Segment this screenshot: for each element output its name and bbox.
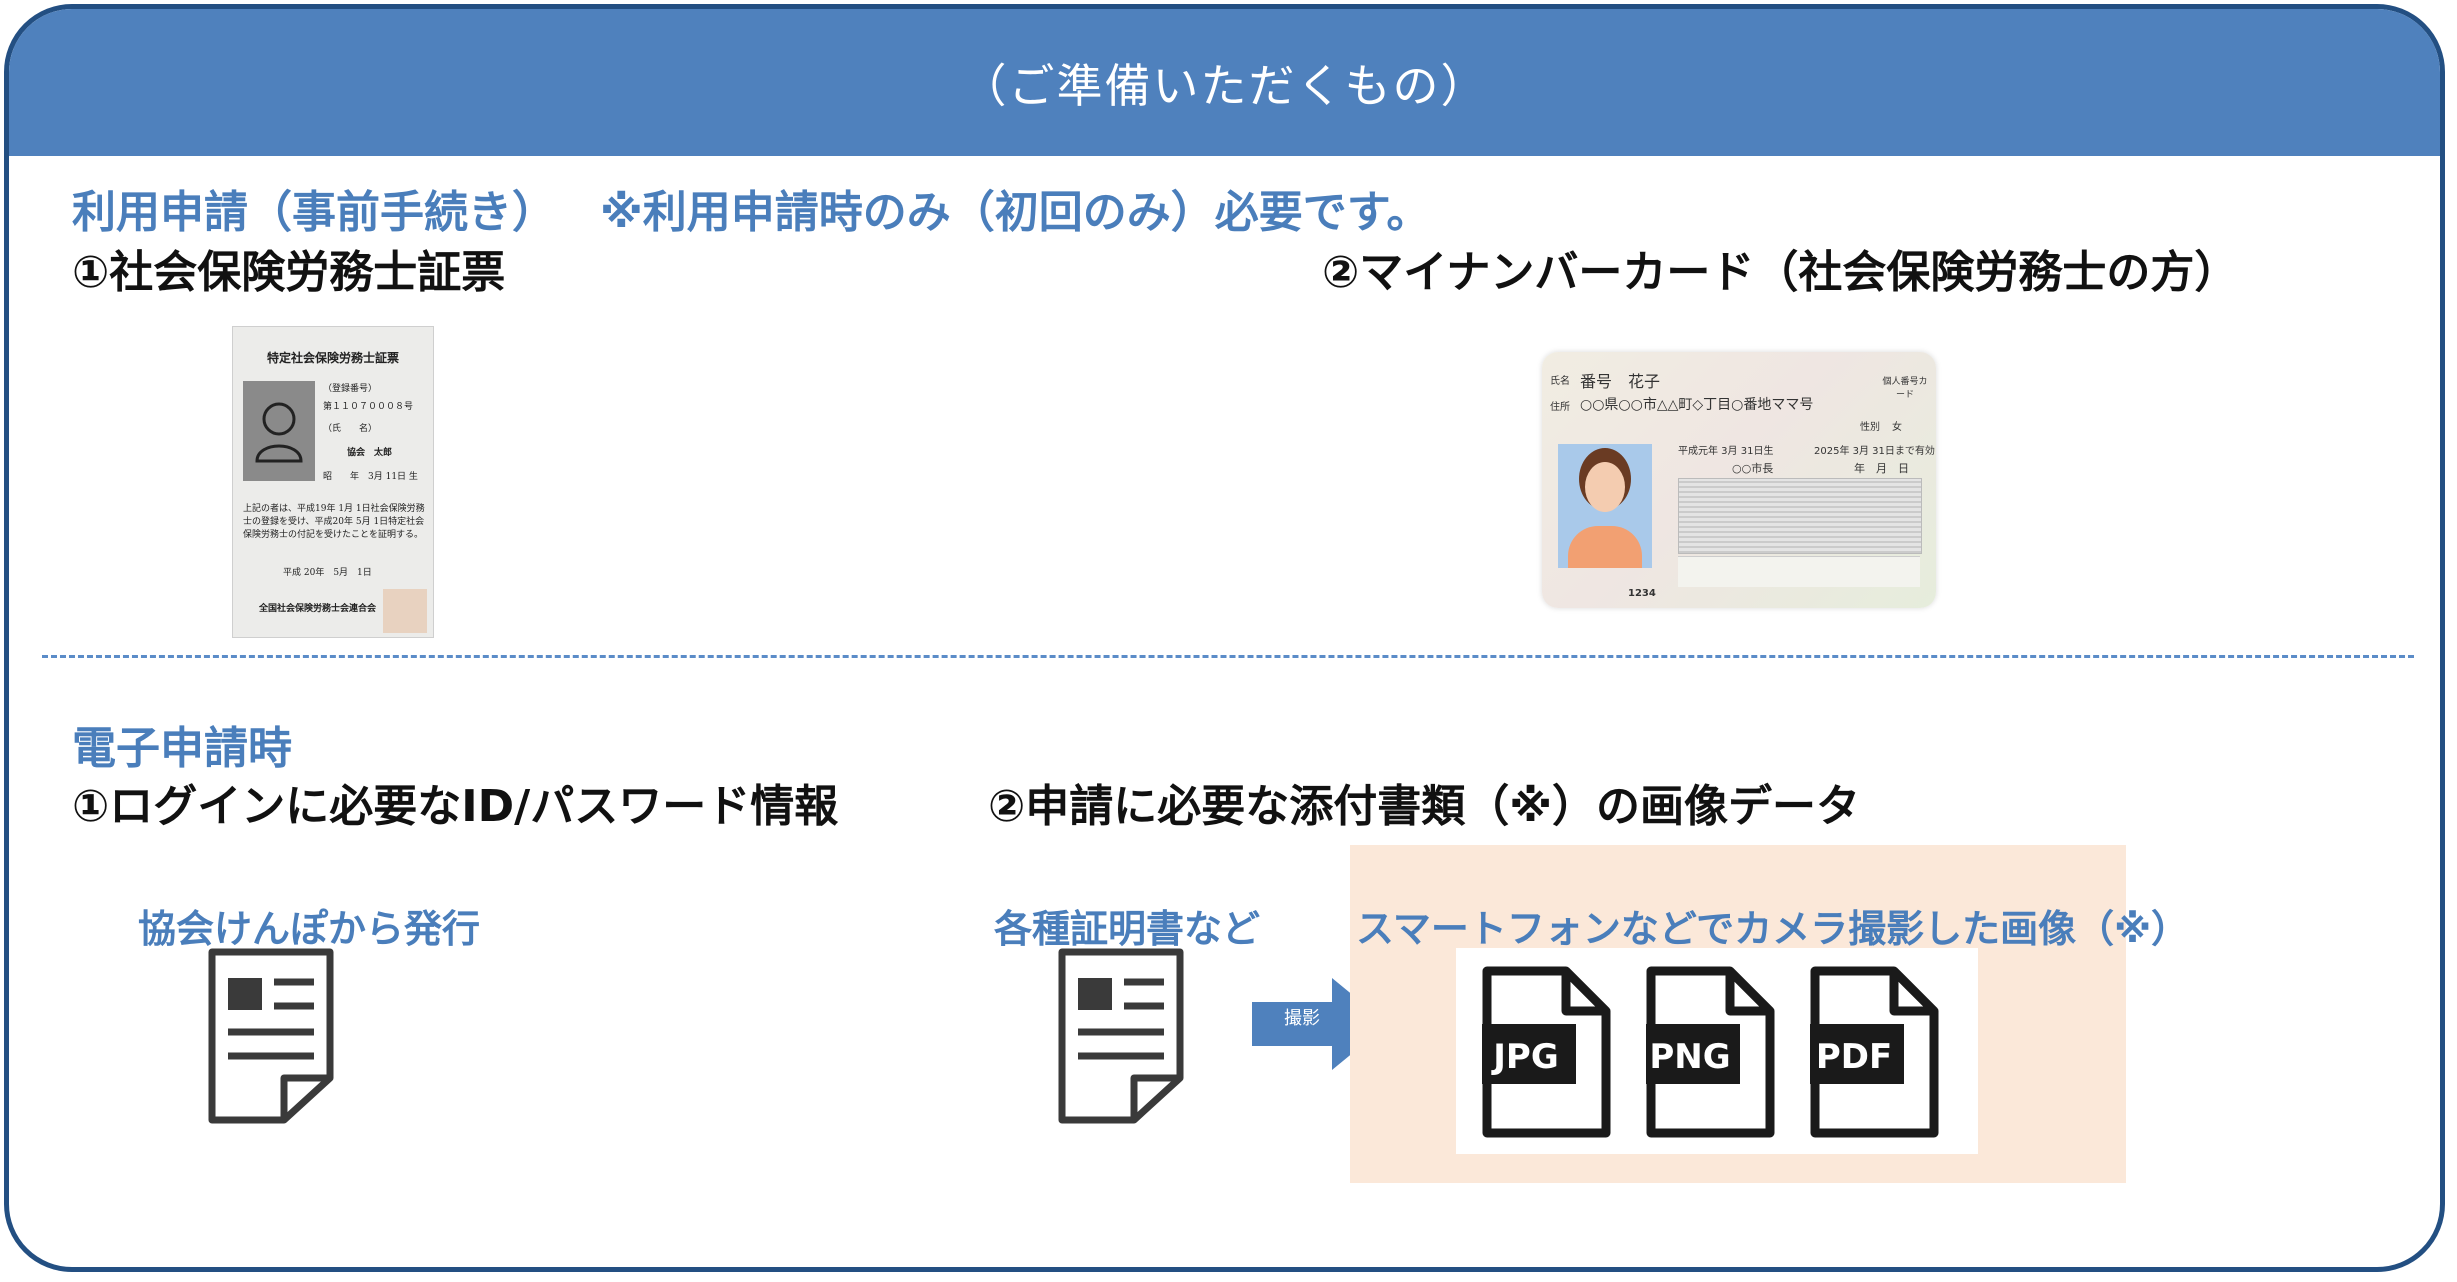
- card-badge: 個人番号カード: [1882, 377, 1928, 400]
- cert-name-label: （氏 名）: [323, 424, 378, 434]
- document-icon: [208, 948, 334, 1128]
- card-sex-label: 性別: [1860, 422, 1880, 433]
- cert-reg-number: 第１１０７０００８号: [323, 402, 414, 412]
- section2-title: 電子申請時: [72, 723, 292, 774]
- cert-issuer: 全国社会保険労務士会連合会: [259, 604, 377, 614]
- cert-name: 協会 太郎: [347, 448, 393, 458]
- section-divider: [42, 655, 2414, 658]
- png-label: PNG: [1649, 1037, 1730, 1077]
- section1-title: 利用申請（事前手続き）: [72, 187, 556, 238]
- pdf-label: PDF: [1816, 1037, 1892, 1077]
- section1-item1: ①社会保険労務士証票: [72, 247, 506, 298]
- seal-stamp: [383, 589, 427, 633]
- cert-date: 平成 20年 5月 1日: [283, 568, 372, 578]
- card-name-label: 氏名: [1550, 376, 1570, 387]
- card-address-label: 住所: [1550, 402, 1570, 413]
- certificate-document-icon: [1058, 948, 1184, 1128]
- header-title: （ご準備いただくもの）: [960, 58, 1489, 113]
- card-mayor: ○○市長: [1732, 462, 1774, 475]
- person-placeholder-icon: [243, 381, 315, 481]
- section2-item2: ②申請に必要な添付書類（※）の画像データ: [988, 781, 1861, 832]
- section2-item1: ①ログインに必要なID/パスワード情報: [72, 781, 839, 832]
- card-expiry: 2025年 3月 31日まで有効: [1814, 446, 1935, 457]
- photo-label: スマートフォンなどでカメラ撮影した画像（※）: [1356, 907, 2190, 951]
- card-security-pattern: [1678, 478, 1922, 554]
- cert-birth: 昭 年 3月 11日 生: [323, 472, 418, 482]
- main-frame: （ご準備いただくもの）: [4, 4, 2445, 1272]
- jpg-file-icon: JPG: [1476, 966, 1612, 1142]
- certs-label: 各種証明書など: [994, 907, 1261, 951]
- cert-title: 特定社会保険労務士証票: [266, 351, 399, 365]
- section1-note: ※利用申請時のみ（初回のみ）必要です。: [600, 187, 1431, 238]
- portrait-photo: [1558, 444, 1652, 568]
- cert-body: 上記の者は、平成19年 1月 1日社会保険労務士の登録を受け、平成20年 5月 …: [243, 504, 425, 540]
- arrow-label: 撮影: [1284, 1008, 1320, 1029]
- sharoushi-certificate-image: 特定社会保険労務士証票 （登録番号） 第１１０７０００８号 （氏 名） 協会 太…: [232, 326, 434, 638]
- jpg-label: JPG: [1491, 1037, 1558, 1077]
- header-bar: （ご準備いただくもの）: [9, 9, 2440, 156]
- pdf-file-icon: PDF: [1804, 966, 1940, 1142]
- card-name: 番号 花子: [1580, 372, 1661, 391]
- card-date-field: 年 月 日: [1854, 462, 1909, 475]
- card-birth: 平成元年 3月 31日生: [1678, 446, 1774, 457]
- png-file-icon: PNG: [1640, 966, 1776, 1142]
- mynumber-card-image: 氏名 番号 花子 住所 ○○県○○市△△町◇丁目○番地ママ号 個人番号カード 性…: [1542, 352, 1936, 608]
- card-notes-strip: [1678, 556, 1920, 587]
- card-sex: 女: [1892, 422, 1902, 433]
- cert-reg-label: （登録番号）: [323, 384, 378, 394]
- section1-item2: ②マイナンバーカード（社会保険労務士の方）: [1322, 247, 2239, 298]
- card-address: ○○県○○市△△町◇丁目○番地ママ号: [1580, 397, 1814, 413]
- issue-label: 協会けんぽから発行: [138, 907, 481, 951]
- card-serial: 1234: [1628, 588, 1656, 599]
